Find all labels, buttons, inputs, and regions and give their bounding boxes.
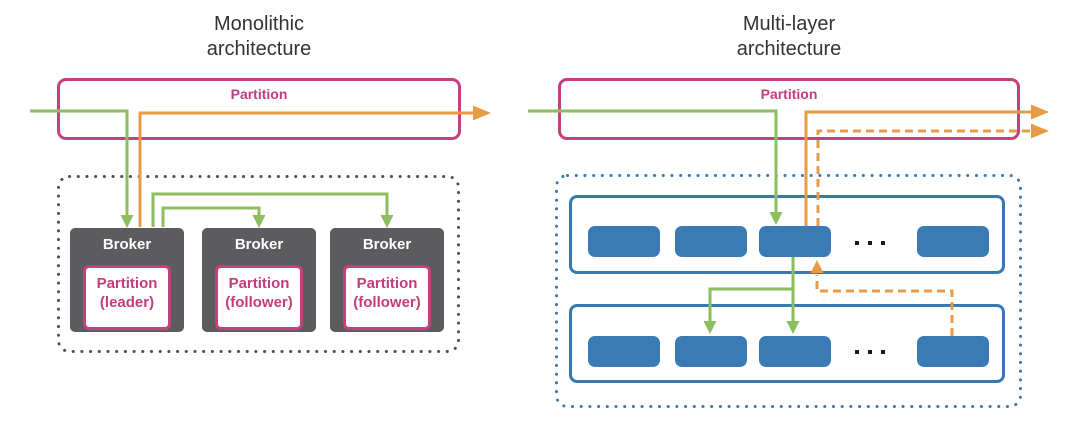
partition-box-left: Partition <box>57 78 461 140</box>
partition-follower-box: Partition (follower) <box>343 265 431 330</box>
broker-label: Broker <box>362 236 412 253</box>
broker-label: Broker <box>102 236 152 253</box>
storage-node <box>917 226 989 257</box>
partition-follower-box: Partition (follower) <box>215 265 303 330</box>
right-diagram-title: Multi-layer architecture <box>736 13 842 60</box>
broker-box-follower-1: Broker Partition (follower) <box>202 228 316 332</box>
left-diagram-title: Monolithic architecture <box>206 13 312 60</box>
partition-box-right: Partition <box>558 78 1020 140</box>
ellipsis-icon <box>855 241 885 245</box>
storage-node <box>675 336 747 367</box>
ellipsis-icon <box>855 350 885 354</box>
broker-box-follower-2: Broker Partition (follower) <box>330 228 444 332</box>
storage-node <box>588 336 660 367</box>
broker-box-leader: Broker Partition (leader) <box>70 228 184 332</box>
storage-node <box>675 226 747 257</box>
storage-node <box>759 336 831 367</box>
storage-node <box>759 226 831 257</box>
replication-arrow-outer <box>151 192 394 228</box>
storage-node <box>917 336 989 367</box>
partition-label: Partition <box>760 86 818 102</box>
storage-node <box>588 226 660 257</box>
partition-label: Partition <box>230 86 288 102</box>
partition-leader-box: Partition (leader) <box>83 265 171 330</box>
replication-arrow-inner <box>161 206 266 228</box>
broker-label: Broker <box>234 236 284 253</box>
